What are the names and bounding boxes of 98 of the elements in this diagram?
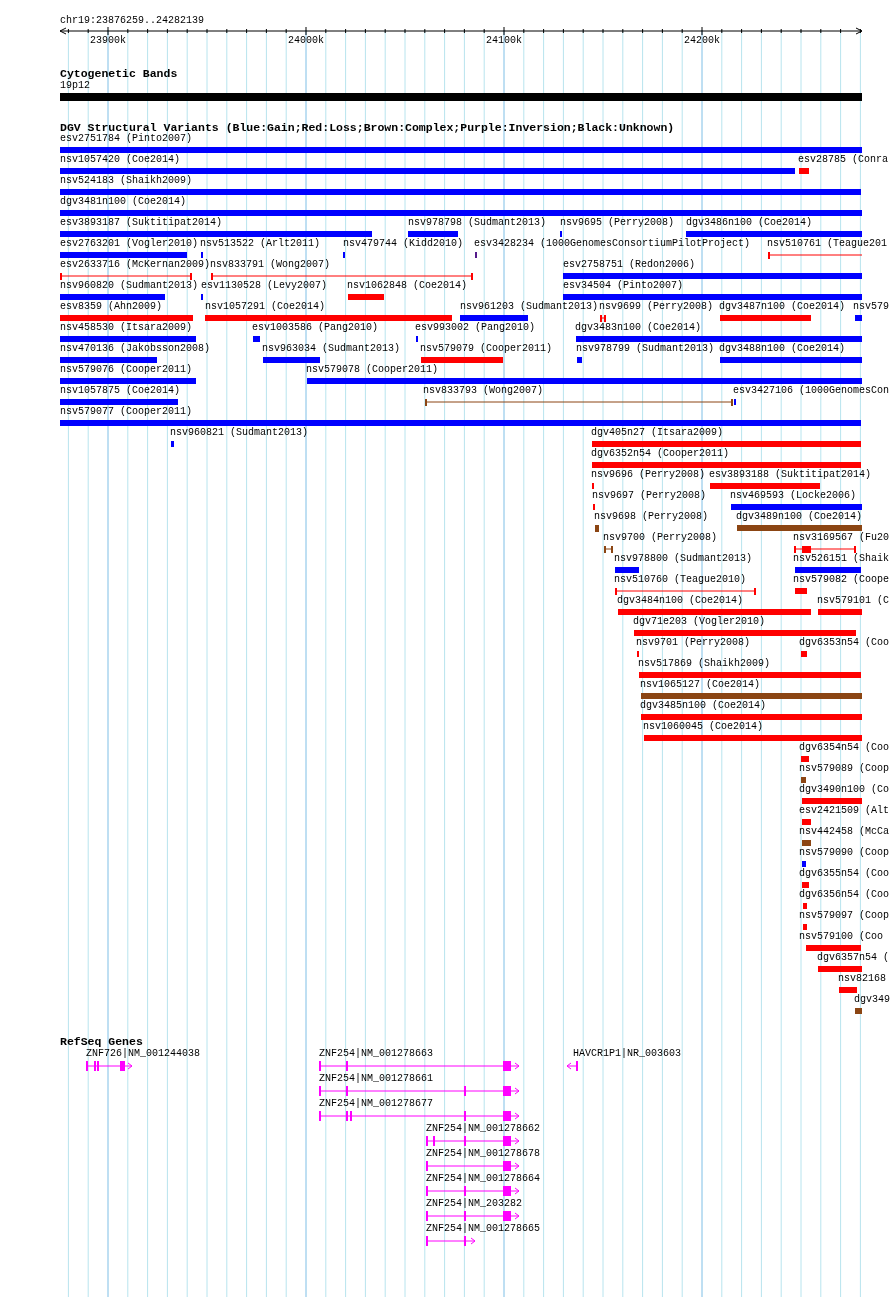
variant-label: dgv6357n54 ( [817, 952, 889, 964]
variant-label: nsv833793 (Wong2007) [423, 385, 544, 397]
variant-label: dgv6355n54 (Coo [799, 868, 889, 880]
variant-label: nsv510761 (Teague201 [767, 238, 888, 250]
variant-label: nsv524183 (Shaikh2009) [60, 175, 193, 187]
variant-label: esv3893188 (Suktitipat2014) [709, 469, 872, 481]
variant-label: nsv579078 (Cooper2011) [306, 364, 439, 376]
variant-label: nsv579101 (C [817, 595, 889, 607]
variant-label: nsv963034 (Sudmant2013) [262, 343, 401, 355]
variant-label: esv2421509 (Alt [799, 805, 889, 817]
variant-label: nsv9696 (Perry2008) [591, 469, 706, 481]
variant-label: nsv1065127 (Coe2014) [640, 679, 761, 691]
variant-label: nsv579077 (Cooper2011) [60, 406, 193, 418]
variant-label: nsv470136 (Jakobsson2008) [60, 343, 211, 355]
variant-label: esv2633716 (McKernan2009) [60, 259, 211, 271]
variant-label: nsv579079 (Cooper2011) [420, 343, 553, 355]
variant-label: dgv6353n54 (Coo [799, 637, 889, 649]
variant-label: nsv1062848 (Coe2014) [347, 280, 468, 292]
variant-label: nsv510760 (Teague2010) [614, 574, 747, 586]
variant-label: nsv1057875 (Coe2014) [60, 385, 181, 397]
variant-label: esv993002 (Pang2010) [415, 322, 536, 334]
variant-label: nsv579 [853, 301, 889, 313]
gene-label: ZNF254|NM_001278665 [426, 1223, 541, 1235]
variant-label: dgv3487n100 (Coe2014) [719, 301, 846, 313]
variant-label: esv8359 (Ahn2009) [60, 301, 163, 313]
variant-label: dgv3484n100 (Coe2014) [617, 595, 744, 607]
variant-label: dgv3486n100 (Coe2014) [686, 217, 813, 229]
variant-label: dgv349 [854, 994, 890, 1006]
variant-label: dgv3481n100 (Coe2014) [60, 196, 187, 208]
variant-label: nsv479744 (Kidd2010) [343, 238, 464, 250]
gene-label: ZNF254|NM_203282 [426, 1198, 522, 1210]
variant-label: esv3427106 (1000GenomesCon [733, 385, 890, 397]
variant-label: nsv82168 [838, 973, 886, 985]
variant-label: dgv71e203 (Vogler2010) [633, 616, 766, 628]
variant-label: nsv442458 (McCa [799, 826, 889, 838]
variant-label: nsv1060045 (Coe2014) [643, 721, 764, 733]
variant-label: nsv579100 (Coo [799, 931, 883, 943]
variant-label: nsv458530 (Itsara2009) [60, 322, 193, 334]
variant-label: dgv3488n100 (Coe2014) [719, 343, 846, 355]
gene-label: ZNF726|NM_001244038 [86, 1048, 201, 1060]
variant-label: dgv3489n100 (Coe2014) [736, 511, 863, 523]
gene-label: ZNF254|NM_001278664 [426, 1173, 541, 1185]
coordinate-label: chr19:23876259..24282139 [60, 15, 205, 27]
variant-label: esv3893187 (Suktitipat2014) [60, 217, 223, 229]
variant-label: nsv1057420 (Coe2014) [60, 154, 181, 166]
variant-label: nsv579097 (Coop [799, 910, 889, 922]
variant-label: nsv526151 (Shaik [793, 553, 889, 565]
variant-label: nsv961203 (Sudmant2013) [460, 301, 599, 313]
variant-label: esv2751784 (Pinto2007) [60, 133, 193, 145]
variant-label: nsv579076 (Cooper2011) [60, 364, 193, 376]
variant-label: nsv9695 (Perry2008) [560, 217, 675, 229]
variant-label: nsv517869 (Shaikh2009) [638, 658, 771, 670]
variant-label: dgv6354n54 (Coo [799, 742, 889, 754]
variant-label: nsv579082 (Coope [793, 574, 889, 586]
gene-label: ZNF254|NM_001278678 [426, 1148, 541, 1160]
variant-label: esv34504 (Pinto2007) [563, 280, 684, 292]
variant-label: nsv9699 (Perry2008) [599, 301, 714, 313]
track-title: DGV Structural Variants (Blue:Gain;Red:Loss;Brown:Complex;Purple:Inversion;Black:Unknown) [60, 122, 675, 134]
variant-label: nsv833791 (Wong2007) [210, 259, 331, 271]
variant-label: nsv960820 (Sudmant2013) [60, 280, 199, 292]
variant-label: esv3428234 (1000GenomesConsortiumPilotProject) [474, 238, 751, 250]
variant-label: esv1003586 (Pang2010) [252, 322, 379, 334]
variant-label: nsv9698 (Perry2008) [594, 511, 709, 523]
variant-label: nsv960821 (Sudmant2013) [170, 427, 309, 439]
variant-label: dgv405n27 (Itsara2009) [591, 427, 724, 439]
variant-label: dgv3490n100 (Co [799, 784, 889, 796]
variant-label: nsv579089 (Coop [799, 763, 889, 775]
gene-label: ZNF254|NM_001278677 [319, 1098, 434, 1110]
variant-label: nsv579090 (Coop [799, 847, 889, 859]
variant-label: nsv1057291 (Coe2014) [205, 301, 326, 313]
variant-label: nsv978800 (Sudmant2013) [614, 553, 753, 565]
axis-tick-label: 24200k [684, 35, 720, 47]
variant-label: nsv3169567 (Fu20 [793, 532, 889, 544]
axis-tick-label: 24100k [486, 35, 522, 47]
variant-label: esv2763201 (Vogler2010) [60, 238, 199, 250]
variant-label: dgv6356n54 (Coo [799, 889, 889, 901]
variant-label: nsv9700 (Perry2008) [603, 532, 718, 544]
variant-label: dgv3483n100 (Coe2014) [575, 322, 702, 334]
variant-label: esv28785 (Conra [798, 154, 888, 166]
gene-label: HAVCR1P1|NR_003603 [573, 1048, 682, 1060]
variant-label: nsv9697 (Perry2008) [592, 490, 707, 502]
gene-label: ZNF254|NM_001278663 [319, 1048, 434, 1060]
variant-label: nsv469593 (Locke2006) [730, 490, 857, 502]
track-title: RefSeq Genes [60, 1036, 143, 1048]
variant-label: nsv513522 (Arlt2011) [200, 238, 321, 250]
band-label: 19p12 [60, 80, 90, 92]
axis-tick-label: 23900k [90, 35, 126, 47]
gene-label: ZNF254|NM_001278661 [319, 1073, 434, 1085]
axis-tick-label: 24000k [288, 35, 324, 47]
variant-label: esv2758751 (Redon2006) [563, 259, 696, 271]
gene-label: ZNF254|NM_001278662 [426, 1123, 541, 1135]
variant-label: nsv978798 (Sudmant2013) [408, 217, 547, 229]
variant-label: nsv9701 (Perry2008) [636, 637, 751, 649]
variant-label: esv1130528 (Levy2007) [201, 280, 328, 292]
variant-label: nsv978799 (Sudmant2013) [576, 343, 715, 355]
variant-label: dgv6352n54 (Cooper2011) [591, 448, 730, 460]
variant-label: dgv3485n100 (Coe2014) [640, 700, 767, 712]
track-title: Cytogenetic Bands [60, 68, 178, 80]
